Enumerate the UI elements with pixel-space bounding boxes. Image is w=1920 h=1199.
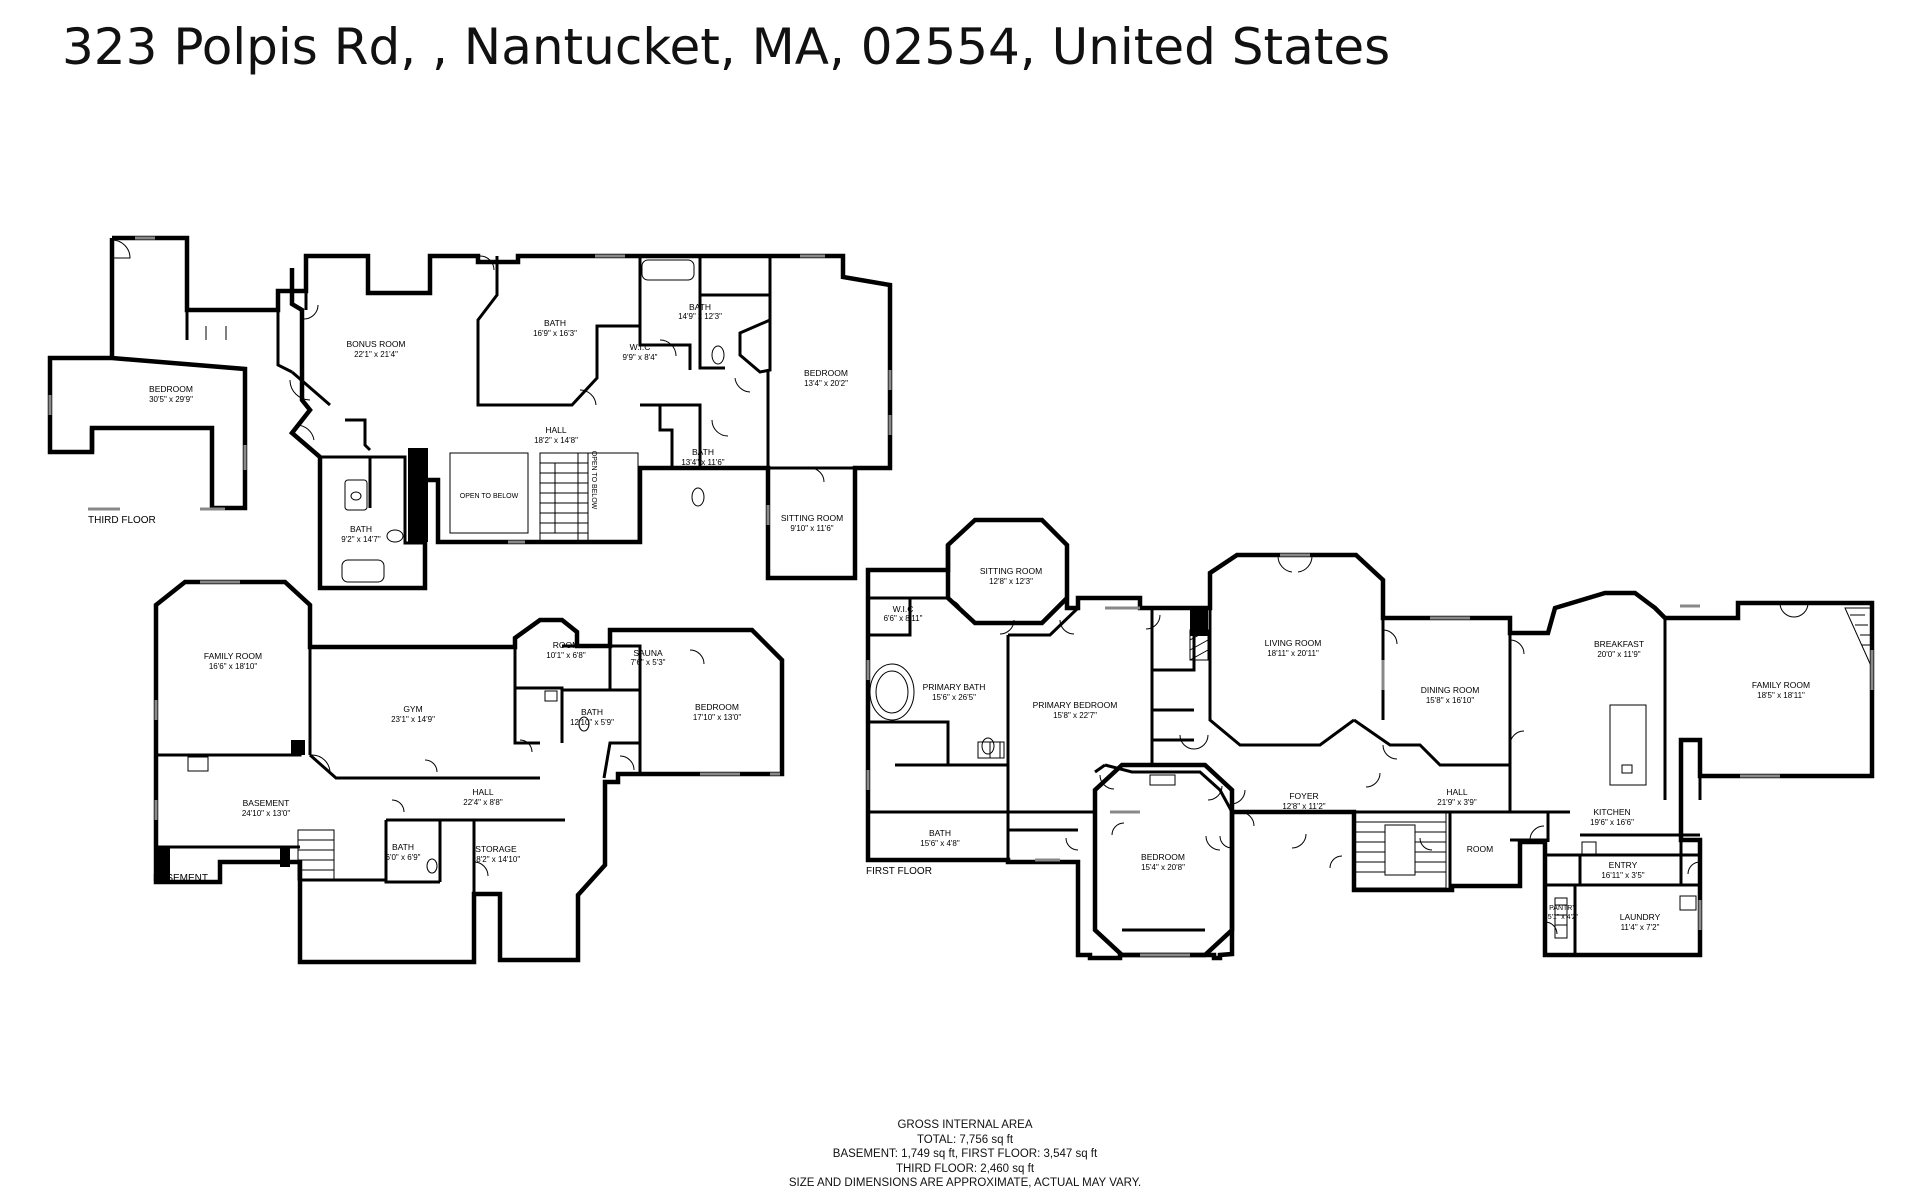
basement-bath-name: BATH xyxy=(581,707,603,717)
basement-family-room-dim: 16'6" x 18'10" xyxy=(209,662,257,671)
breakfast-name: BREAKFAST xyxy=(1594,639,1644,649)
first-floor-plan: SITTING ROOM 12'8" x 12'3" W.I.C 6'6" x … xyxy=(865,517,1875,961)
third-bath-2-name: BATH xyxy=(689,302,711,312)
bonus-room-name: BONUS ROOM xyxy=(346,339,405,349)
entry-dim: 16'11" x 3'5" xyxy=(1601,871,1644,880)
pantry-dim: 5'1" x 4'2" xyxy=(1548,914,1579,921)
laundry-name: LAUNDRY xyxy=(1620,912,1661,922)
first-hall-dim: 21'9" x 3'9" xyxy=(1437,798,1477,807)
third-bath-3-name: BATH xyxy=(692,447,714,457)
basement-hall-dim: 22'4" x 8'8" xyxy=(463,798,503,807)
living-room-dim: 18'11" x 20'11" xyxy=(1267,649,1319,658)
basement-bath-2-dim: 6'0" x 6'9" xyxy=(386,853,421,862)
gym-dim: 23'1" x 14'9" xyxy=(391,715,435,724)
page-title: 323 Polpis Rd, , Nantucket, MA, 02554, U… xyxy=(62,18,1391,76)
first-hall-name: HALL xyxy=(1446,787,1468,797)
first-bedroom-dim: 15'4" x 20'8" xyxy=(1141,863,1185,872)
basement-room-main-dim: 24'10" x 13'0" xyxy=(242,809,290,818)
third-bath-1-name: BATH xyxy=(544,318,566,328)
basement-bath-dim: 12'10" x 5'9" xyxy=(570,718,614,727)
pantry-name: PANTRY xyxy=(1549,905,1577,912)
basement-room-main-name: BASEMENT xyxy=(243,798,290,808)
basement-outer-wall xyxy=(153,579,785,965)
open-to-below-note: OPEN TO BELOW xyxy=(460,493,519,500)
gym-name: GYM xyxy=(403,704,422,714)
basement-family-room-name: FAMILY ROOM xyxy=(204,651,262,661)
area-summary: GROSS INTERNAL AREA TOTAL: 7,756 sq ft B… xyxy=(760,1118,1170,1191)
third-floor-plan: BEDROOM 30'5" x 29'9" BONUS ROOM 22'1" x… xyxy=(47,235,893,591)
third-bedroom-2-name: BEDROOM xyxy=(804,368,848,378)
basement-bedroom-dim: 17'10" x 13'0" xyxy=(693,713,741,722)
first-wic-dim: 6'6" x 8'11" xyxy=(884,614,923,623)
third-floor-stairs xyxy=(539,452,639,542)
kitchen-dim: 19'6" x 16'6" xyxy=(1590,818,1634,827)
first-room-name: ROOM xyxy=(1467,844,1493,854)
third-bath-1-dim: 16'9" x 16'3" xyxy=(533,329,577,338)
basement-bath-2-name: BATH xyxy=(392,842,414,852)
third-floor-label: THIRD FLOOR xyxy=(88,515,156,526)
first-family-room-name: FAMILY ROOM xyxy=(1752,680,1810,690)
third-bath-3-dim: 13'4" x 11'6" xyxy=(681,458,724,467)
first-floor-stairs xyxy=(1353,811,1447,889)
area-total: TOTAL: 7,756 sq ft xyxy=(916,1133,1014,1146)
first-wic-name: W.I.C xyxy=(893,604,914,614)
basement-plan: FAMILY ROOM 16'6" x 18'10" GYM 23'1" x 1… xyxy=(153,579,785,965)
primary-bath-dim: 15'6" x 26'5" xyxy=(932,693,976,702)
sauna-name: SAUNA xyxy=(633,648,663,658)
primary-bedroom-name: PRIMARY BEDROOM xyxy=(1033,700,1118,710)
first-floor-label: FIRST FLOOR xyxy=(866,866,932,877)
basement-label: BASEMENT xyxy=(153,873,208,884)
third-bedroom-2-dim: 13'4" x 20'2" xyxy=(804,379,848,388)
laundry-dim: 11'4" x 7'2" xyxy=(1621,923,1660,932)
third-bath-4-name: BATH xyxy=(350,524,372,534)
breakfast-dim: 20'0" x 11'9" xyxy=(1597,650,1640,659)
bonus-room-dim: 22'1" x 21'4" xyxy=(354,350,398,359)
dining-room-dim: 15'8" x 16'10" xyxy=(1426,696,1474,705)
foyer-name: FOYER xyxy=(1289,791,1318,801)
dining-room-name: DINING ROOM xyxy=(1421,685,1480,695)
third-hall-dim: 18'2" x 14'8" xyxy=(534,436,578,445)
first-sitting-room-name: SITTING ROOM xyxy=(980,566,1042,576)
basement-room-dim: 10'1" x 6'8" xyxy=(546,651,586,660)
basement-room-name: ROOM xyxy=(553,640,579,650)
third-bedroom-name: BEDROOM xyxy=(149,384,193,394)
third-bath-4-dim: 9'2" x 14'7" xyxy=(341,535,381,544)
primary-bedroom-dim: 15'8" x 22'7" xyxy=(1053,711,1097,720)
area-heading: GROSS INTERNAL AREA xyxy=(897,1119,1033,1131)
third-bedroom-dim: 30'5" x 29'9" xyxy=(149,395,193,404)
third-wic-dim: 9'9" x 8'4" xyxy=(623,353,658,362)
third-bath-2-dim: 14'9" x 12'3" xyxy=(678,312,722,321)
sauna-dim: 7'6" x 5'3" xyxy=(631,658,666,667)
first-bath-name: BATH xyxy=(929,828,951,838)
third-floor-outer-wall xyxy=(47,235,893,591)
kitchen-name: KITCHEN xyxy=(1593,807,1630,817)
third-wic-name: W.I.C xyxy=(630,342,651,352)
basement-hall-name: HALL xyxy=(472,787,494,797)
first-bedroom-name: BEDROOM xyxy=(1141,852,1185,862)
open-to-below-note-stairs: OPEN TO BELOW xyxy=(590,451,597,510)
storage-name: STORAGE xyxy=(475,844,517,854)
storage-dim: 18'2" x 14'10" xyxy=(472,855,520,864)
first-sitting-room-dim: 12'8" x 12'3" xyxy=(989,577,1033,586)
third-hall-name: HALL xyxy=(545,425,567,435)
basement-bedroom-name: BEDROOM xyxy=(695,702,739,712)
living-room-name: LIVING ROOM xyxy=(1265,638,1322,648)
primary-bath-name: PRIMARY BATH xyxy=(923,682,986,692)
first-family-room-dim: 18'5" x 18'11" xyxy=(1757,691,1805,700)
area-breakdown: BASEMENT: 1,749 sq ft, FIRST FLOOR: 3,54… xyxy=(832,1148,1098,1161)
area-disclaimer: SIZE AND DIMENSIONS ARE APPROXIMATE, ACT… xyxy=(788,1177,1142,1190)
third-sitting-room-dim: 9'10" x 11'6" xyxy=(790,524,833,533)
entry-name: ENTRY xyxy=(1609,860,1638,870)
foyer-dim: 12'8" x 11'2" xyxy=(1282,802,1325,811)
area-third-floor: THIRD FLOOR: 2,460 sq ft xyxy=(895,1162,1035,1175)
third-sitting-room-name: SITTING ROOM xyxy=(781,513,843,523)
first-bath-dim: 15'6" x 4'8" xyxy=(920,839,960,848)
